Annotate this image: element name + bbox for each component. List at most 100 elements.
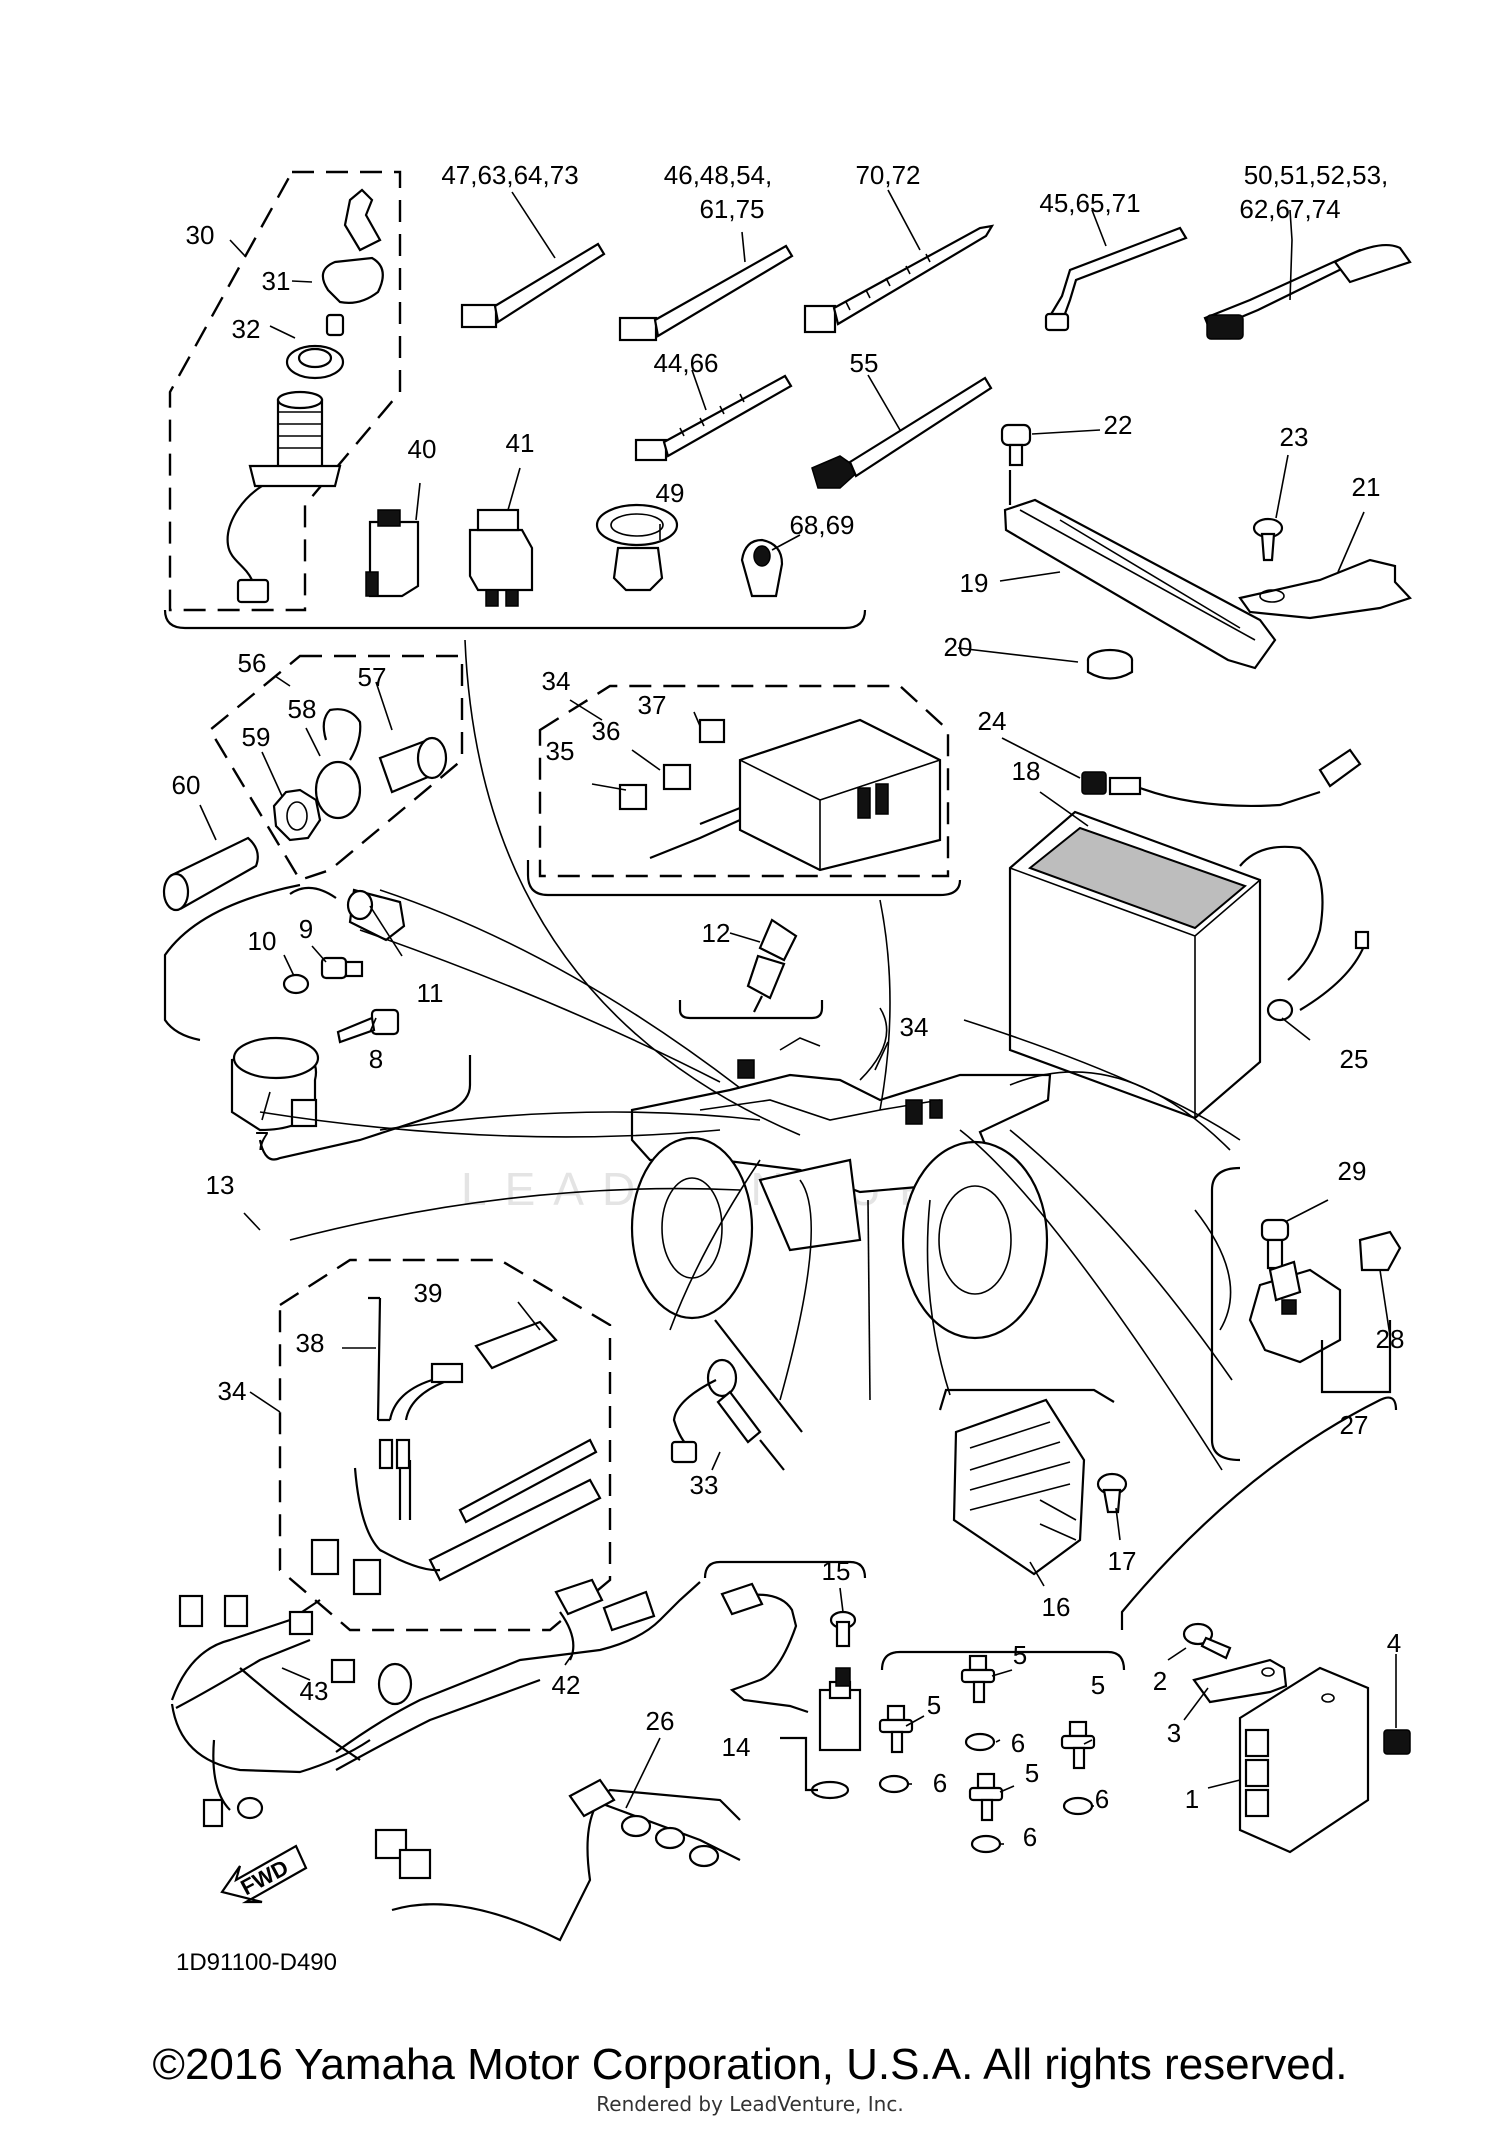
bolt-22 xyxy=(1000,423,1032,467)
callout-19: 19 xyxy=(960,568,989,598)
harness-43-bracket xyxy=(170,1703,371,1774)
bolt-5a xyxy=(960,1654,996,1704)
callout-20: 20 xyxy=(944,632,973,662)
screw-2 xyxy=(1182,1622,1232,1660)
main-switch-part xyxy=(226,390,342,604)
sensor-33 xyxy=(670,1358,785,1471)
fuse-28 xyxy=(1358,1230,1402,1272)
callout-57: 57 xyxy=(358,662,387,692)
grommet-20 xyxy=(1086,648,1134,680)
nut-59 xyxy=(272,788,322,842)
callout-26: 26 xyxy=(646,1706,675,1736)
callout-34-fusebox: 34 xyxy=(542,666,571,696)
callout-45: 45,65,71 xyxy=(1039,188,1140,218)
battery-lead-25 xyxy=(1239,845,1370,1022)
callout-46-line2: 61,75 xyxy=(699,194,764,224)
fuse-box-34 xyxy=(649,718,942,872)
cable-tie-45 xyxy=(1044,226,1188,332)
speed-sensor-14 xyxy=(720,1582,862,1800)
screw-23 xyxy=(1252,517,1284,562)
screw-15 xyxy=(829,1610,857,1648)
callout-50-line1: 50,51,52,53, xyxy=(1244,160,1389,190)
callout-32: 32 xyxy=(232,314,261,344)
callout-leaders xyxy=(199,189,1397,1845)
callout-21: 21 xyxy=(1352,472,1381,502)
battery-band-19 xyxy=(1003,470,1277,670)
sensor-14-bracket xyxy=(703,1560,867,1579)
cable-tie-70 xyxy=(803,224,995,334)
callout-59: 59 xyxy=(242,722,271,752)
callout-5-c: 5 xyxy=(1091,1670,1105,1700)
callout-13: 13 xyxy=(206,1170,235,1200)
callout-60: 60 xyxy=(172,770,201,800)
callout-16: 16 xyxy=(1042,1592,1071,1622)
callout-23: 23 xyxy=(1280,422,1309,452)
callout-4: 4 xyxy=(1387,1628,1401,1658)
battery-18 xyxy=(1008,810,1262,1120)
callout-9: 9 xyxy=(299,914,313,944)
spark-plug-12 xyxy=(746,918,798,1013)
callout-6-b: 6 xyxy=(933,1768,947,1798)
washer-6a xyxy=(964,1732,996,1752)
callout-15: 15 xyxy=(822,1556,851,1586)
callout-labels: 30 31 32 47,63,64,73 46,48,54, 61,75 70,… xyxy=(172,160,1405,1852)
callout-39: 39 xyxy=(414,1278,443,1308)
callout-47: 47,63,64,73 xyxy=(441,160,578,190)
callout-43: 43 xyxy=(300,1676,329,1706)
callout-46-line1: 46,48,54, xyxy=(664,160,772,190)
callout-6-a: 6 xyxy=(1011,1728,1025,1758)
callout-37: 37 xyxy=(638,690,667,720)
cap-58 xyxy=(314,708,362,820)
cdi-unit-1 xyxy=(1238,1666,1370,1854)
spark-plug-bracket xyxy=(678,1000,824,1020)
callout-68: 68,69 xyxy=(789,510,854,540)
callout-10: 10 xyxy=(248,926,277,956)
callout-58: 58 xyxy=(288,694,317,724)
callout-50-line2: 62,67,74 xyxy=(1239,194,1340,224)
cable-tie-44 xyxy=(634,374,793,462)
callout-6-d: 6 xyxy=(1023,1822,1037,1852)
fwd-label: FWD xyxy=(236,1855,292,1901)
callout-28: 28 xyxy=(1376,1324,1405,1354)
callout-31: 31 xyxy=(262,266,291,296)
bolt-17 xyxy=(1096,1472,1128,1514)
clamp-49 xyxy=(595,503,679,592)
washer-6b xyxy=(878,1774,910,1794)
callout-11: 11 xyxy=(417,978,444,1008)
callout-6-c: 6 xyxy=(1095,1784,1109,1814)
callout-22: 22 xyxy=(1104,410,1133,440)
callout-2: 2 xyxy=(1153,1666,1167,1696)
callout-12: 12 xyxy=(702,918,731,948)
callout-55: 55 xyxy=(850,348,879,378)
callout-70: 70,72 xyxy=(855,160,920,190)
cdi-group-bracket xyxy=(1120,1396,1398,1630)
bolt-5c xyxy=(1060,1720,1096,1770)
reference-code: 1D91100-D490 xyxy=(176,1949,337,1976)
fuse-37 xyxy=(698,718,726,744)
grommet-4 xyxy=(1383,1729,1411,1755)
callout-8: 8 xyxy=(369,1044,383,1074)
harness-group-box xyxy=(278,1258,612,1632)
callout-29: 29 xyxy=(1338,1156,1367,1186)
relay-group-bracket xyxy=(1210,1166,1241,1462)
coil-group-bracket xyxy=(163,883,472,1161)
callout-30: 30 xyxy=(186,220,215,250)
key-part xyxy=(321,188,384,337)
callout-24: 24 xyxy=(978,706,1007,736)
bolt-5b xyxy=(878,1704,914,1754)
starter-relay-27 xyxy=(1248,1260,1342,1364)
callout-18: 18 xyxy=(1012,756,1041,786)
fuse-group-bracket xyxy=(526,860,962,897)
fuse-35 xyxy=(618,783,648,811)
callout-35: 35 xyxy=(546,736,575,766)
regulator-bracket xyxy=(938,1388,1115,1411)
forward-arrow-icon: FWD xyxy=(220,1844,308,1904)
rendered-by-notice: Rendered by LeadVenture, Inc. xyxy=(596,2092,904,2116)
relay-41 xyxy=(468,508,534,607)
bolt-8 xyxy=(336,1008,400,1044)
callout-34-harness: 34 xyxy=(218,1376,247,1406)
cable-tie-46 xyxy=(618,244,794,342)
callout-27: 27 xyxy=(1340,1410,1369,1440)
lead-39-box xyxy=(368,1296,390,1422)
